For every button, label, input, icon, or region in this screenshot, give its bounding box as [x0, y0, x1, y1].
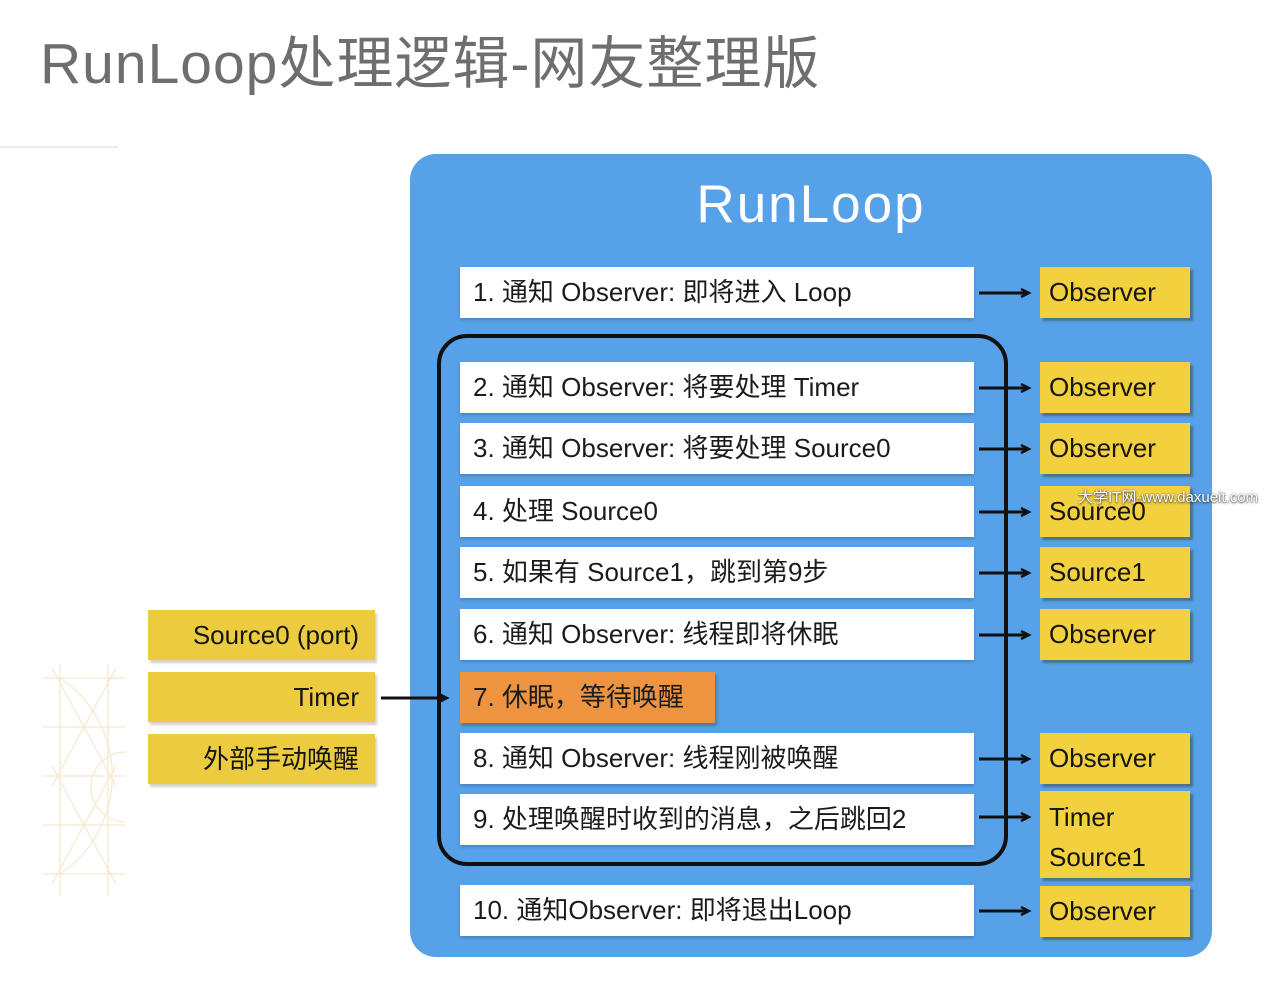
step-box-4: 4. 处理 Source0	[460, 486, 974, 537]
target-box-observer-6: Observer	[1040, 609, 1190, 660]
step-box-5: 5. 如果有 Source1，跳到第9步	[460, 547, 974, 598]
target-box-source0: Source0	[1040, 486, 1190, 537]
decor-geometry-pattern	[42, 664, 126, 896]
step-box-3: 3. 通知 Observer: 将要处理 Source0	[460, 423, 974, 474]
source-box-timer: Timer	[148, 672, 375, 722]
source-box-source0-port: Source0 (port)	[148, 610, 375, 660]
loop-region-border	[437, 334, 1008, 866]
target-box-observer-3: Observer	[1040, 423, 1190, 474]
target-box-observer-8: Observer	[1040, 733, 1190, 784]
page-title: RunLoop处理逻辑-网友整理版	[40, 32, 821, 96]
target-box-observer-2: Observer	[1040, 362, 1190, 413]
target-box-observer-1: Observer	[1040, 267, 1190, 318]
step-box-1: 1. 通知 Observer: 即将进入 Loop	[460, 267, 974, 318]
watermark-text: 大学IT网-www.daxueit.com	[1078, 489, 1259, 506]
target-box-source1: Source1	[1040, 547, 1190, 598]
source-box-manual-wake: 外部手动唤醒	[148, 734, 375, 784]
step-box-9: 9. 处理唤醒时收到的消息，之后跳回2	[460, 794, 974, 845]
step-box-10: 10. 通知Observer: 即将退出Loop	[460, 885, 974, 936]
target-box-timer-source1: Timer Source1	[1040, 791, 1190, 878]
step-box-8: 8. 通知 Observer: 线程刚被唤醒	[460, 733, 974, 784]
step-box-2: 2. 通知 Observer: 将要处理 Timer	[460, 362, 974, 413]
target-line-source1: Source1	[1049, 842, 1146, 872]
target-box-observer-10: Observer	[1040, 886, 1190, 937]
step-box-7-sleep: 7. 休眠，等待唤醒	[460, 672, 715, 723]
target-line-timer: Timer	[1049, 802, 1115, 832]
decor-line	[0, 146, 118, 148]
step-box-6: 6. 通知 Observer: 线程即将休眠	[460, 609, 974, 660]
runloop-panel-title: RunLoop	[696, 175, 926, 234]
